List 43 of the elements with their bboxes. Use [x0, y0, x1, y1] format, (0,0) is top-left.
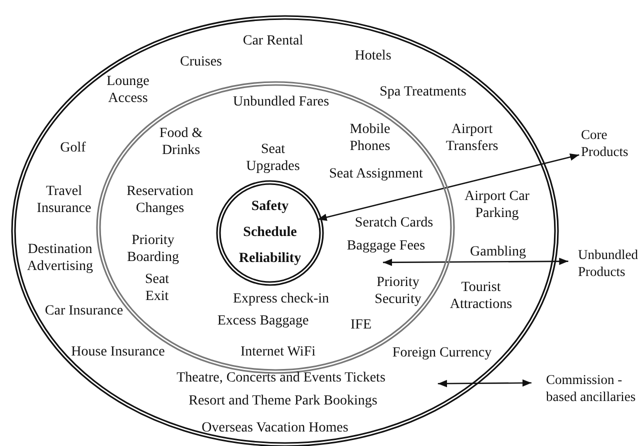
- ancillary-item: Seratch Cards: [354, 214, 434, 232]
- double-headed-arrow: [382, 258, 568, 266]
- ancillary-item: Excess Baggage: [217, 312, 309, 330]
- ancillary-item: Car Insurance: [44, 302, 124, 320]
- ancillary-item: Seat Assignment: [329, 166, 423, 182]
- ancillary-item: Spa Treatments: [380, 84, 466, 100]
- ancillary-item: Priority Security: [374, 274, 422, 308]
- ancillary-item: Gambling: [470, 244, 526, 260]
- ancillary-item: Mobile Phones: [348, 121, 392, 155]
- ancillary-item: Reservation Changes: [126, 183, 194, 217]
- ancillary-item: Hotels: [354, 48, 392, 64]
- ancillary-item: Tourist Attractions: [448, 279, 514, 313]
- ancillary-item: Destination Advertising: [26, 241, 94, 275]
- ancillary-item: House Insurance: [71, 344, 165, 360]
- ancillary-item: Express check-in: [232, 290, 330, 308]
- ancillary-item: Overseas Vacation Homes: [202, 420, 348, 436]
- ancillary-item: Cruises: [180, 54, 222, 70]
- core-circle: [217, 181, 323, 285]
- ancillary-item: Food & Drinks: [158, 125, 204, 159]
- double-headed-arrow: [438, 379, 532, 388]
- ancillary-item: Priority Boarding: [126, 232, 180, 266]
- ancillary-item: Seat Exit: [144, 271, 170, 305]
- category-label: Core Products: [581, 126, 643, 160]
- core-value-text: Schedule: [243, 224, 297, 242]
- ancillary-item: Golf: [60, 140, 86, 156]
- ancillary-item: Theatre, Concerts and Events Tickets: [176, 370, 386, 386]
- category-label: Commission - based ancillaries: [546, 371, 643, 405]
- ancillary-item: Car Rental: [242, 32, 304, 50]
- ancillary-item: Airport Car Parking: [464, 188, 530, 222]
- ancillary-item: Lounge Access: [106, 73, 150, 107]
- double-headed-arrow: [318, 154, 580, 221]
- ancillary-item: Resort and Theme Park Bookings: [188, 392, 378, 410]
- ancillary-item: Seat Upgrades: [245, 141, 301, 175]
- core-value-text: Reliability: [238, 250, 302, 268]
- ancillary-item: IFE: [350, 316, 372, 334]
- core-value-text: Safety: [251, 198, 289, 216]
- ancillary-item: Travel Insurance: [36, 183, 92, 217]
- ancillary-item: Internet WiFi: [240, 344, 316, 360]
- ancillary-item: Baggage Fees: [346, 238, 426, 254]
- ancillary-item: Airport Transfers: [444, 121, 500, 155]
- ancillary-item: Foreign Currency: [392, 344, 492, 362]
- ancillary-item: Unbundled Fares: [232, 94, 330, 110]
- category-label: Unbundled Products: [578, 246, 643, 280]
